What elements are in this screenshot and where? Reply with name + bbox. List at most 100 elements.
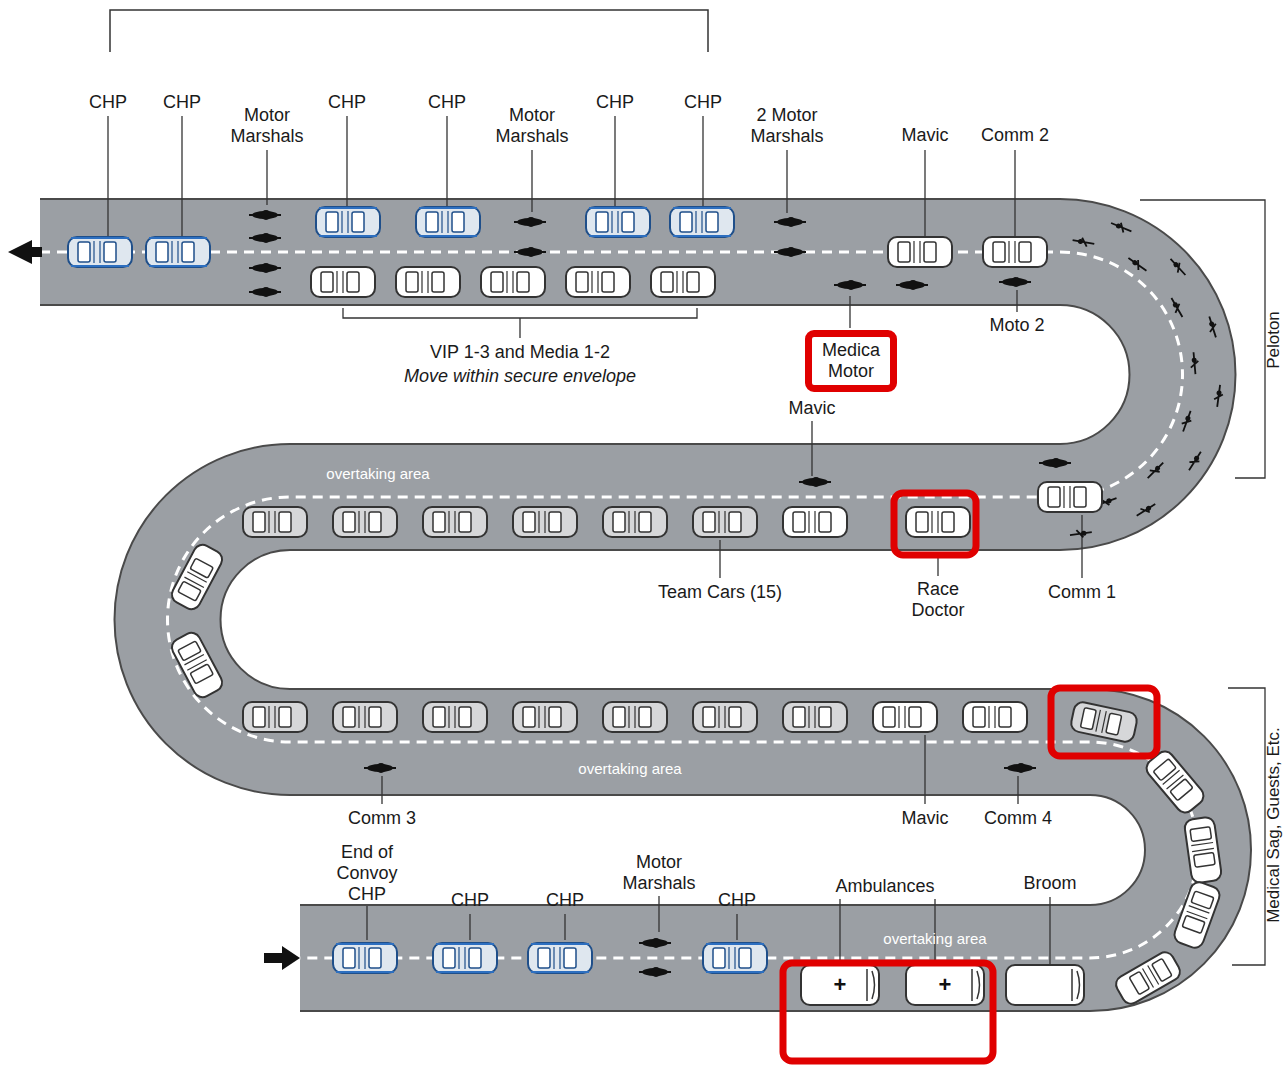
vehicle	[68, 237, 132, 267]
motorcycle	[896, 280, 928, 290]
vehicle	[333, 702, 397, 732]
vehicle-label: CHP	[328, 92, 366, 113]
vehicle	[416, 207, 480, 237]
vehicle-label: CHP	[546, 890, 584, 911]
vehicle	[243, 702, 307, 732]
group-label: Medical Sag, Guests, Etc.	[1263, 727, 1284, 923]
vehicle	[1038, 482, 1102, 512]
vehicle	[423, 507, 487, 537]
vehicle	[783, 507, 847, 537]
vehicle-label: overtaking area	[326, 463, 429, 484]
vehicle	[1070, 701, 1139, 744]
road	[40, 252, 1198, 958]
vehicle-label: Broom	[1023, 873, 1076, 894]
vehicle-label: overtaking area	[578, 758, 681, 779]
motorcycle	[774, 247, 806, 257]
motorcycle	[249, 210, 281, 220]
ambulance-cross: +	[834, 974, 847, 996]
vehicle	[566, 267, 630, 297]
motorcycle	[514, 247, 546, 257]
road-edge	[40, 252, 1198, 958]
vehicle-label: Moto 2	[989, 315, 1044, 336]
vehicle	[703, 943, 767, 973]
cyclist	[1186, 450, 1205, 473]
vehicle	[1184, 816, 1223, 884]
motorcycle	[639, 938, 671, 948]
cyclist	[1145, 460, 1166, 481]
vehicle	[1172, 880, 1222, 950]
vehicle	[651, 267, 715, 297]
vehicle	[423, 702, 487, 732]
vehicle	[888, 237, 952, 267]
vehicle	[513, 507, 577, 537]
motorcycle	[799, 477, 831, 487]
vehicle	[333, 507, 397, 537]
bracket	[110, 10, 708, 52]
vehicle	[783, 702, 847, 732]
vehicle-label: Team Cars (15)	[658, 582, 782, 603]
vehicle	[873, 702, 937, 732]
motorcycle	[999, 277, 1031, 287]
group-label: Peloton	[1263, 311, 1284, 369]
motorcycle	[774, 217, 806, 227]
vehicle	[169, 630, 226, 701]
vehicle-label: CHP	[596, 92, 634, 113]
vehicle	[586, 207, 650, 237]
vehicle-label: Medica Motor	[817, 340, 885, 382]
cyclist	[1213, 384, 1224, 407]
vehicle-label: Motor Marshals	[613, 852, 705, 894]
ambulance-cross: +	[939, 974, 952, 996]
highlight-boxes	[783, 493, 1157, 1061]
vehicle	[1113, 949, 1183, 1007]
cyclist	[1179, 409, 1194, 432]
vehicles	[68, 207, 1224, 1007]
vehicle-label: 2 Motor Marshals	[737, 105, 837, 147]
vehicle-label: CHP	[684, 92, 722, 113]
motorcycle	[834, 280, 866, 290]
vehicle	[693, 507, 757, 537]
vehicle	[433, 943, 497, 973]
vehicle-label: VIP 1-3 and Media 1-2	[430, 342, 610, 363]
vehicle-label: Race Doctor	[903, 579, 973, 621]
vehicle-label: Motor Marshals	[486, 105, 578, 147]
vehicle	[603, 507, 667, 537]
cyclist	[1069, 528, 1092, 539]
vehicle-label: Comm 2	[981, 125, 1049, 146]
vehicle	[603, 702, 667, 732]
cyclist	[1168, 296, 1186, 319]
motorcycle	[249, 233, 281, 243]
vehicle-label: Move within secure envelope	[404, 366, 636, 387]
vehicle	[513, 702, 577, 732]
vehicle-label: Motor Marshals	[221, 105, 313, 147]
cyclist	[1126, 255, 1149, 274]
vehicle	[169, 542, 226, 613]
vehicle	[906, 507, 970, 537]
vehicle-label: End of Convoy CHP	[331, 842, 403, 905]
vehicle	[243, 507, 307, 537]
vehicle-label: Comm 3	[348, 808, 416, 829]
vehicle	[316, 207, 380, 237]
vehicle	[963, 702, 1027, 732]
vehicle-label: CHP	[428, 92, 466, 113]
vehicle	[528, 943, 592, 973]
vehicle	[396, 267, 460, 297]
direction-arrow	[8, 240, 42, 264]
motorcycle	[1039, 458, 1071, 468]
vehicle-label: Ambulances	[835, 876, 934, 897]
vehicle-label: CHP	[163, 92, 201, 113]
vehicle	[670, 207, 734, 237]
cyclist	[1168, 256, 1189, 278]
vehicle-label: CHP	[718, 890, 756, 911]
vehicle	[311, 267, 375, 297]
vehicle	[481, 267, 545, 297]
cyclist	[1205, 315, 1219, 338]
vehicle-label: Mavic	[901, 125, 948, 146]
vehicle	[693, 702, 757, 732]
vehicle-label: CHP	[89, 92, 127, 113]
cyclist	[1110, 219, 1133, 235]
vehicle	[1006, 965, 1084, 1005]
cyclist	[1072, 236, 1095, 248]
leader-lines	[108, 116, 1265, 966]
motorcycle	[249, 263, 281, 273]
